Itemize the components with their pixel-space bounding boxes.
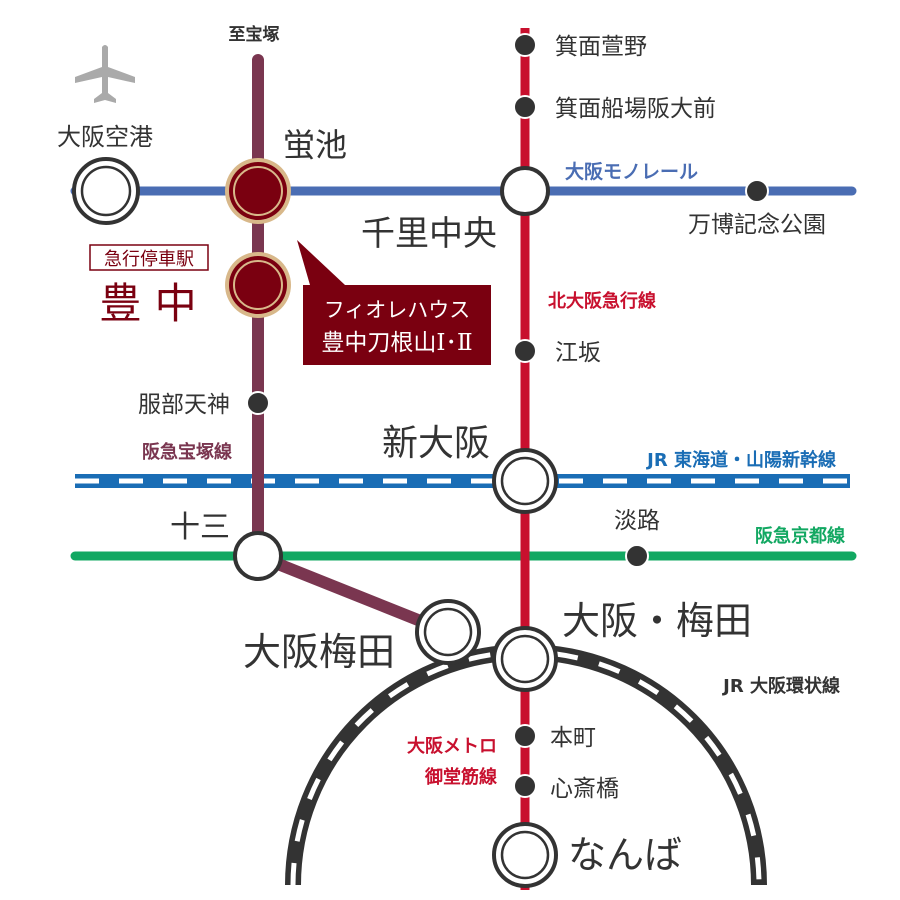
express-badge: 急行停車駅: [104, 249, 194, 270]
label-loop-line: JR 大阪環状線: [721, 675, 840, 697]
label-senri-chuo: 千里中央: [361, 214, 497, 254]
label-awaji: 淡路: [614, 508, 660, 534]
station-shin-osaka[interactable]: [492, 448, 558, 514]
label-osaka-umeda-hankyu: 大阪梅田: [243, 630, 395, 674]
property-callout: フィオレハウス 豊中刀根山Ⅰ･Ⅱ: [297, 240, 491, 365]
label-to-takarazuka: 至宝塚: [229, 24, 280, 45]
label-hotarugaike: 蛍池: [283, 126, 347, 164]
station-namba[interactable]: [492, 822, 558, 888]
label-minoh-kayano: 箕面萱野: [555, 34, 647, 60]
label-minoh-semba: 箕面船場阪大前: [555, 96, 716, 122]
station-awaji[interactable]: [625, 544, 649, 568]
station-osaka-umeda[interactable]: [492, 626, 558, 692]
label-expo-park: 万博記念公園: [688, 212, 826, 238]
label-esaka: 江坂: [555, 340, 601, 366]
label-airport: 大阪空港: [57, 123, 153, 151]
station-osaka-airport[interactable]: [72, 157, 140, 225]
station-shinsaibashi[interactable]: [513, 774, 537, 798]
station-senri-chuo[interactable]: [500, 166, 550, 216]
label-hommachi: 本町: [550, 725, 596, 751]
station-juso[interactable]: [233, 531, 283, 581]
label-metro-line2: 御堂筋線: [424, 766, 497, 788]
station-hattori[interactable]: [246, 391, 270, 415]
label-toyonaka: 豊 中: [99, 279, 196, 328]
label-shinsaibashi: 心斎橋: [550, 776, 619, 802]
label-shin-osaka: 新大阪: [382, 423, 490, 464]
callout-line1: フィオレハウス: [324, 298, 471, 322]
station-hotarugaike[interactable]: [225, 158, 291, 224]
label-namba: なんば: [568, 833, 682, 877]
station-minoh-kayano[interactable]: [513, 33, 537, 57]
express-badge-box: [89, 244, 209, 271]
label-jr-line: JR 東海道・山陽新幹線: [645, 449, 836, 471]
label-takarazuka-line: 阪急宝塚線: [142, 441, 232, 463]
station-osaka-umeda-hankyu[interactable]: [415, 599, 481, 665]
station-expo-park[interactable]: [745, 179, 769, 203]
station-hommachi[interactable]: [513, 724, 537, 748]
label-monorail-line: 大阪モノレール: [565, 160, 698, 183]
airplane-icon: [75, 45, 135, 103]
label-juso: 十三: [170, 510, 230, 545]
callout-line2: 豊中刀根山Ⅰ･Ⅱ: [321, 330, 472, 356]
label-hattori: 服部天神: [138, 392, 230, 418]
label-metro-line1: 大阪メトロ: [407, 735, 497, 757]
label-kita-osaka-line: 北大阪急行線: [548, 290, 656, 312]
station-minoh-semba[interactable]: [513, 95, 537, 119]
station-esaka[interactable]: [513, 339, 537, 363]
label-kyoto-line: 阪急京都線: [755, 525, 845, 547]
label-osaka-umeda: 大阪・梅田: [562, 599, 752, 643]
station-toyonaka[interactable]: [225, 252, 291, 318]
